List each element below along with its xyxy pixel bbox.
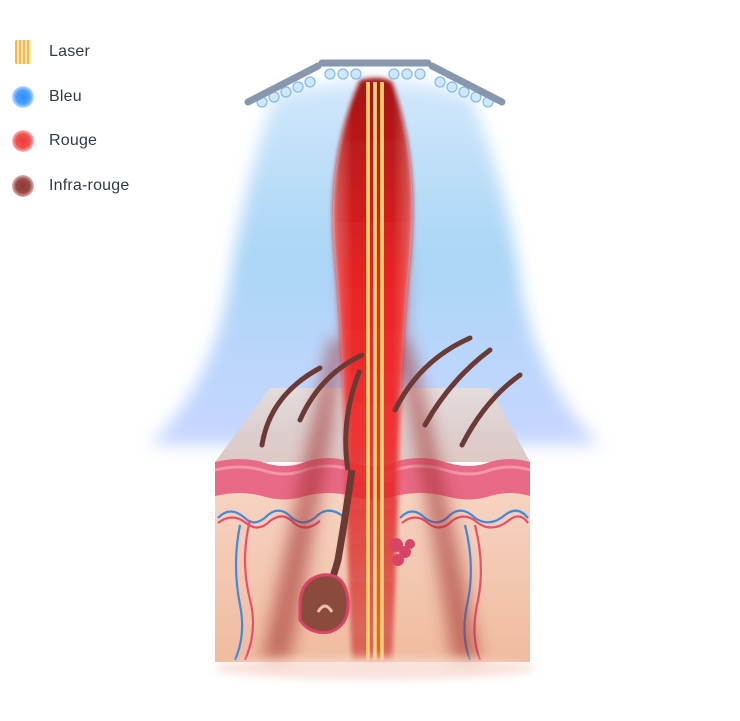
hair-follicle <box>298 369 363 634</box>
infrared-light-dot-icon <box>12 174 34 197</box>
legend: Laser Bleu Rouge Infra-rouge <box>12 30 129 208</box>
laser-stripes-icon <box>15 40 31 65</box>
legend-item-infrared: Infra-rouge <box>12 164 129 209</box>
legend-label: Bleu <box>49 87 82 105</box>
sebaceous-gland <box>389 538 415 566</box>
laser-beam <box>366 82 384 660</box>
legend-label: Laser <box>49 43 91 61</box>
blue-light-dot-icon <box>12 85 34 108</box>
legend-item-red: Rouge <box>12 119 129 164</box>
legend-label: Infra-rouge <box>49 176 130 194</box>
legend-item-blue: Bleu <box>12 75 129 120</box>
legend-label: Rouge <box>49 132 98 150</box>
led-device-head <box>244 59 506 108</box>
red-light-dot-icon <box>12 130 34 153</box>
legend-item-laser: Laser <box>12 30 129 75</box>
hairs <box>259 335 523 448</box>
bottom-glow <box>215 656 535 680</box>
